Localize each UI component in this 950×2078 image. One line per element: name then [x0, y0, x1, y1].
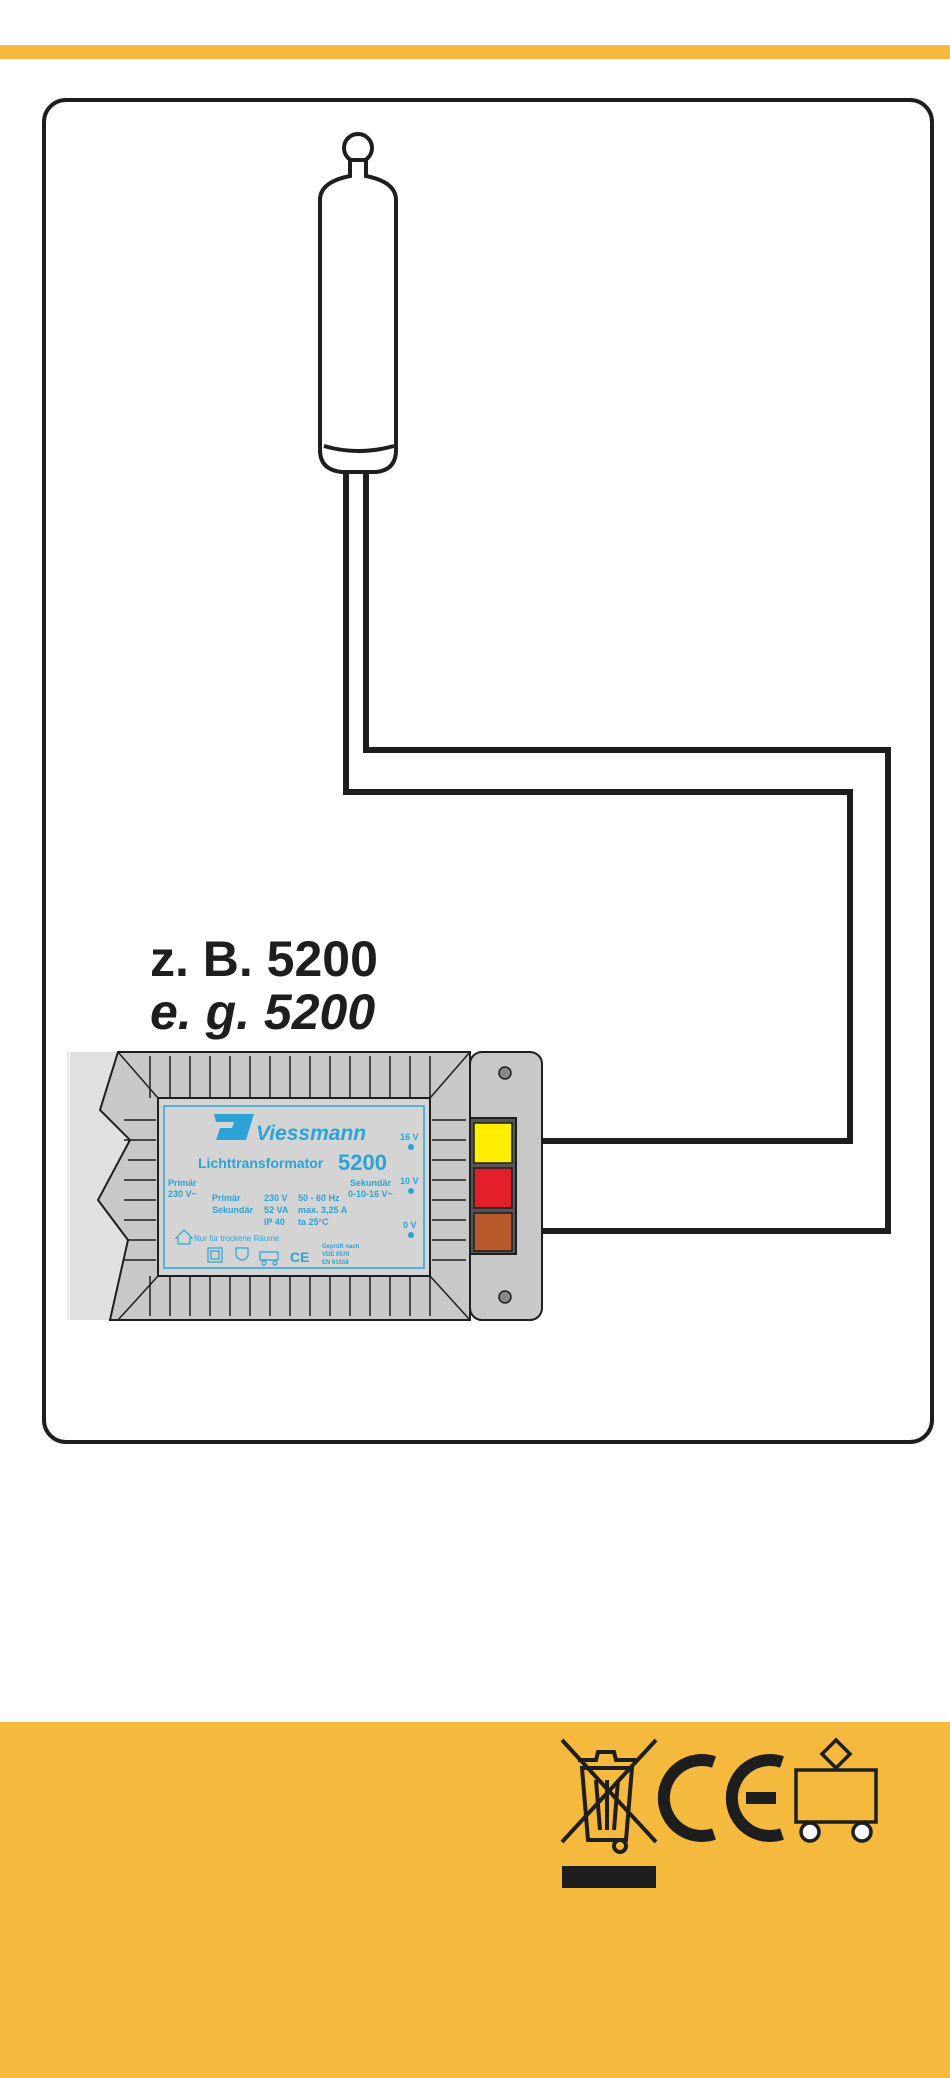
- spec-frequency: 50 - 60 Hz: [298, 1193, 340, 1203]
- weee-crossed-bin-icon: [562, 1740, 656, 1888]
- spec-temperature: ta 25°C: [298, 1217, 329, 1227]
- mount-screw-icon: [499, 1291, 511, 1303]
- transformer-5200: Viessmann Lichttransformator 5200 16 V 1…: [68, 1052, 542, 1320]
- product-name: Lichttransformator: [198, 1155, 324, 1171]
- primary-label: Primär: [168, 1178, 197, 1188]
- standard-2: EN 61558: [322, 1260, 349, 1266]
- footer-icons: [0, 1722, 950, 1922]
- primary-input: 230 V~: [168, 1189, 197, 1199]
- spec-secondary-power: 52 VA: [264, 1205, 289, 1215]
- output-0v: 0 V: [403, 1220, 417, 1230]
- terminal-brown: [474, 1213, 512, 1251]
- example-label-english: e. g. 5200: [150, 985, 470, 1039]
- spec-primary-voltage: 230 V: [264, 1193, 288, 1203]
- toy-cart-icon: [796, 1740, 876, 1841]
- example-label-german: z. B. 5200: [150, 932, 470, 986]
- spec-secondary-label: Sekundär: [212, 1205, 254, 1215]
- secondary-output: 0-10-16 V~: [348, 1189, 393, 1199]
- plate-ce-mark-icon: CE: [290, 1249, 309, 1265]
- output-10v: 10 V: [400, 1176, 419, 1186]
- spec-max-current: max. 3,25 A: [298, 1205, 348, 1215]
- standard-1: VDE 0570: [322, 1252, 350, 1258]
- output-16v: 16 V: [400, 1132, 419, 1142]
- secondary-label: Sekundär: [350, 1178, 392, 1188]
- brand-name: Viessmann: [256, 1122, 366, 1145]
- tested-label: Geprüft nach: [322, 1244, 360, 1250]
- light-bulb-icon: [320, 134, 396, 472]
- ce-mark-icon: [664, 1760, 782, 1836]
- model-number: 5200: [338, 1150, 387, 1175]
- spec-protection: IP 40: [264, 1217, 285, 1227]
- wiring-diagram: Viessmann Lichttransformator 5200 16 V 1…: [0, 0, 950, 1440]
- dry-rooms-note: Nur für trockene Räume: [194, 1234, 280, 1243]
- terminal-yellow: [474, 1123, 512, 1163]
- mount-screw-icon: [499, 1067, 511, 1079]
- wire-inner: [346, 472, 850, 1141]
- spec-primary-label: Primär: [212, 1193, 241, 1203]
- terminal-red: [474, 1168, 512, 1208]
